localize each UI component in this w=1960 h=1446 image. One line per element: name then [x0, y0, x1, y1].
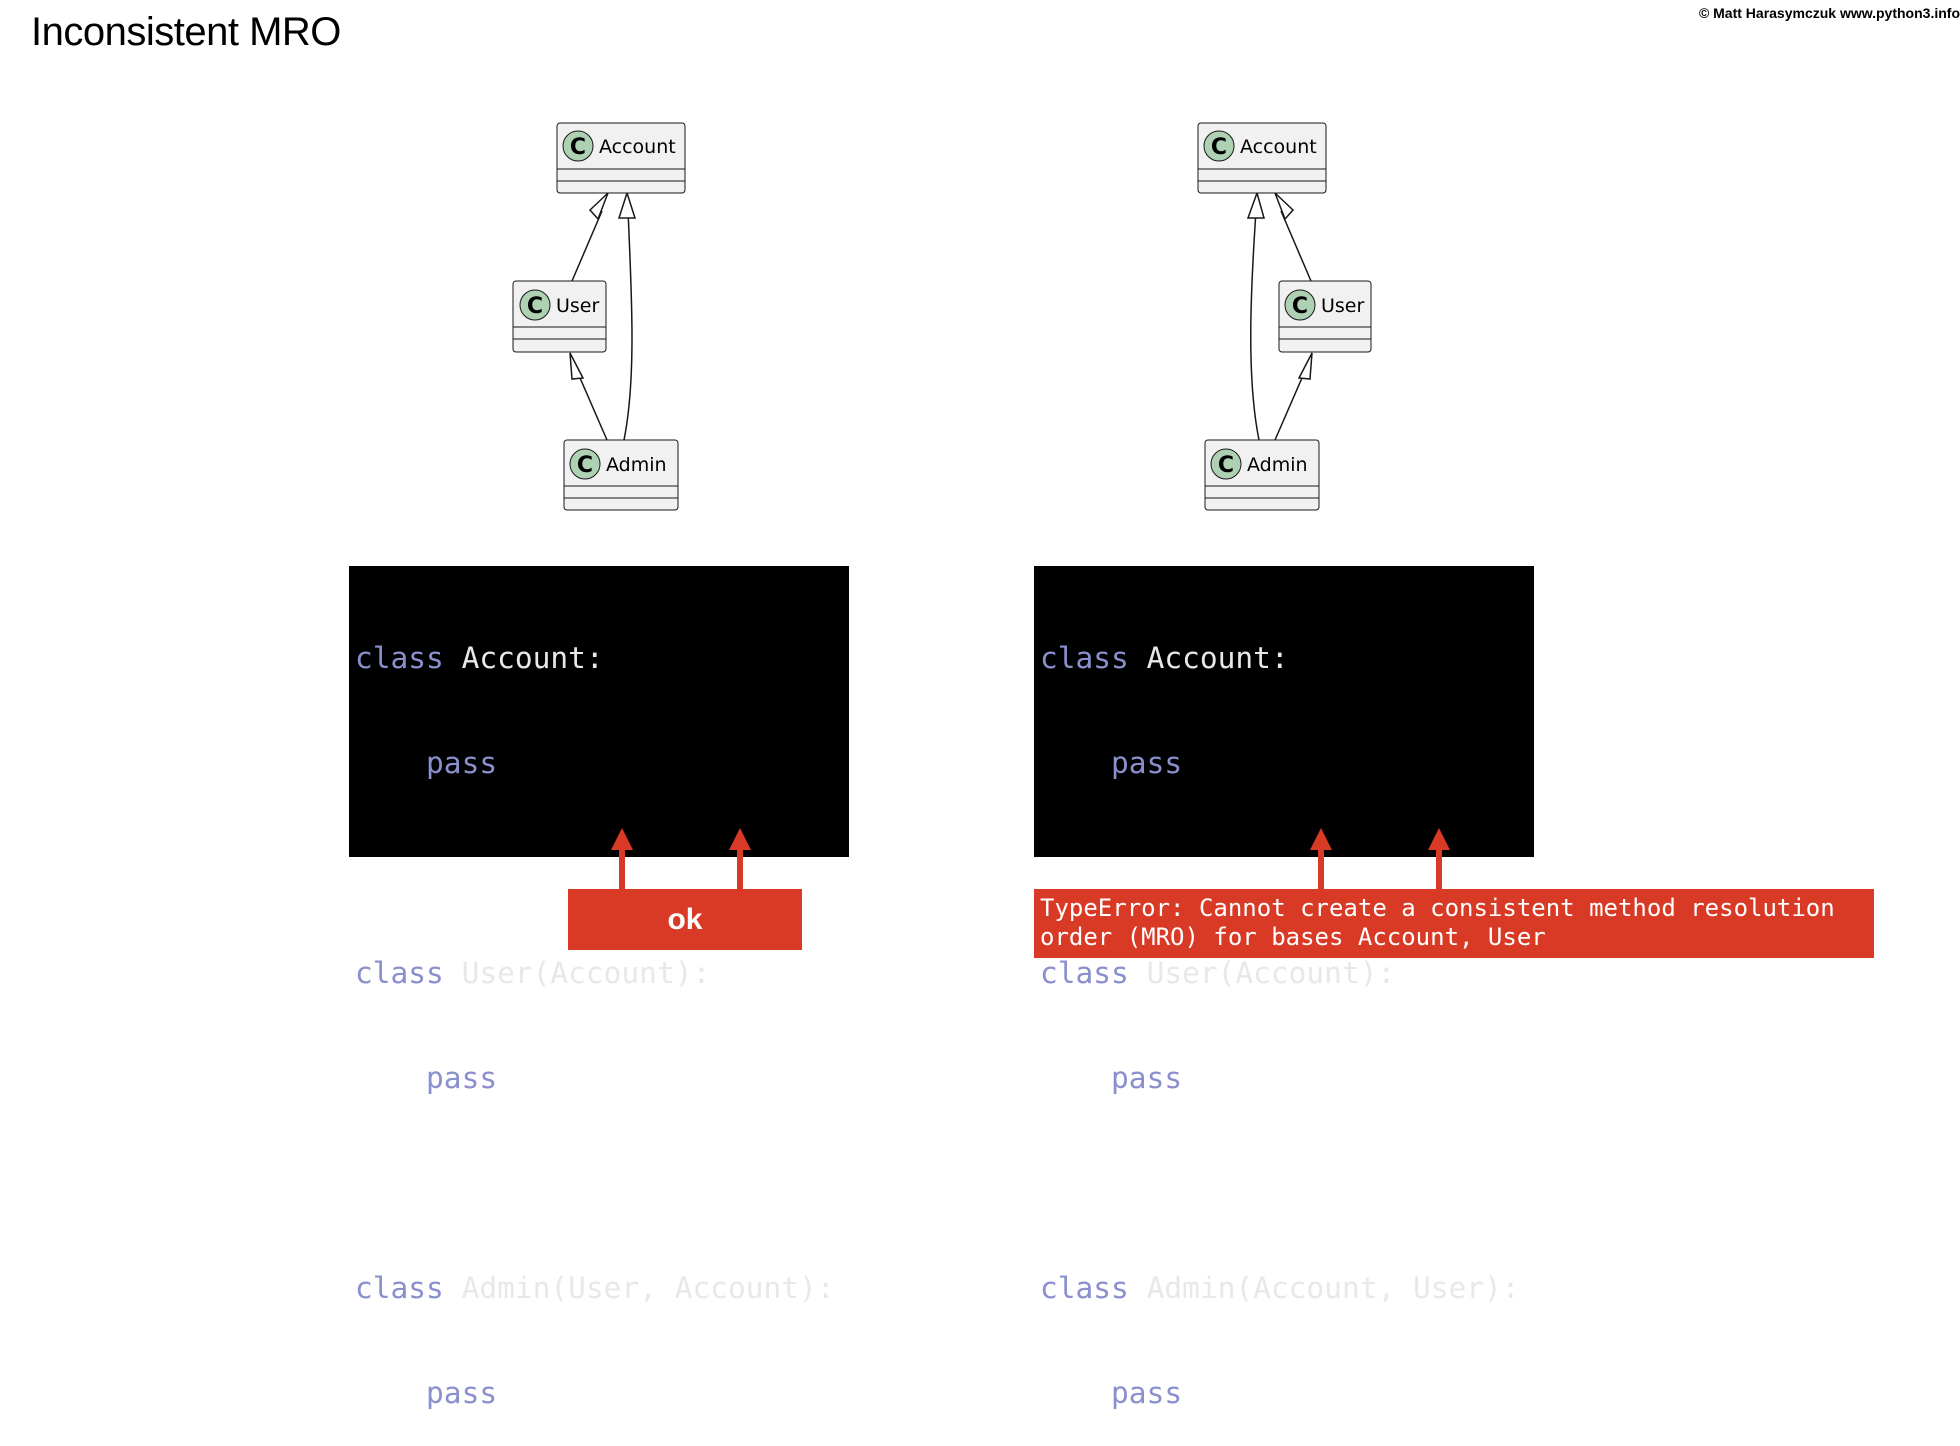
keyword-class: class: [355, 956, 444, 990]
code-line: pass: [1040, 746, 1534, 781]
class-badge-letter: C: [577, 453, 593, 478]
edge-admin-user: [1274, 370, 1306, 441]
edge-user-account: [1280, 210, 1312, 282]
code-line: class Account:: [1040, 641, 1534, 676]
code-text: Account:: [1128, 641, 1289, 675]
class-name: Account: [599, 136, 676, 158]
class-name: User: [1321, 295, 1364, 317]
error-result-box: TypeError: Cannot create a consistent me…: [1034, 889, 1874, 958]
ok-result-badge: ok: [568, 889, 802, 950]
class-user[interactable]: C User: [1278, 280, 1372, 353]
right-diagram: C Account C User C Admin: [1197, 122, 1372, 511]
keyword-pass: pass: [1111, 1376, 1183, 1410]
author-credit: © Matt Harasymczuk www.python3.info: [1698, 5, 1960, 21]
arrowhead-icon: [588, 192, 609, 221]
arrowhead-icon: [1246, 190, 1265, 219]
class-name: User: [556, 295, 599, 317]
arrowhead-icon: [1274, 192, 1295, 221]
arrowhead-icon: [617, 190, 637, 219]
code-line: class User(Account):: [355, 956, 849, 991]
class-admin[interactable]: C Admin: [563, 439, 679, 511]
arrowhead-icon: [569, 352, 585, 380]
error-line: TypeError: Cannot create a consistent me…: [1040, 894, 1835, 922]
left-diagram: C Account C User C Admin: [512, 122, 686, 511]
class-badge-icon: [562, 130, 594, 162]
class-badge-icon: [1203, 130, 1235, 162]
code-line: class Account:: [355, 641, 849, 676]
class-badge-letter: C: [1218, 453, 1234, 478]
code-text: User(Account):: [1128, 956, 1396, 990]
ok-label: ok: [667, 902, 703, 936]
keyword-class: class: [1040, 1271, 1129, 1305]
code-text: User(Account):: [443, 956, 711, 990]
code-line: class Admin(Account, User):: [1040, 1271, 1534, 1306]
code-line: class User(Account):: [1040, 956, 1534, 991]
class-badge-icon: [1210, 448, 1242, 480]
code-line: pass: [1040, 1376, 1534, 1411]
page-title: Inconsistent MRO: [31, 10, 341, 54]
keyword-pass: pass: [1111, 746, 1183, 780]
class-account[interactable]: C Account: [556, 122, 686, 194]
code-text: Admin(Account, User):: [1128, 1271, 1520, 1305]
edge-admin-account: [1250, 210, 1260, 441]
error-line: order (MRO) for bases Account, User: [1040, 923, 1546, 951]
class-badge-letter: C: [1292, 294, 1308, 319]
edge-admin-account: [623, 210, 633, 441]
arrow-up-icon: [729, 828, 751, 889]
keyword-pass: pass: [426, 1376, 498, 1410]
class-badge-letter: C: [570, 135, 586, 160]
class-account[interactable]: C Account: [1197, 122, 1327, 194]
edge-user-account: [571, 210, 603, 282]
arrowhead-icon: [1297, 352, 1313, 380]
keyword-pass: pass: [426, 746, 498, 780]
edge-admin-user: [576, 370, 608, 441]
arrow-up-icon: [611, 828, 633, 889]
keyword-class: class: [1040, 641, 1129, 675]
keyword-class: class: [355, 1271, 444, 1305]
class-badge-icon: [569, 448, 601, 480]
code-line: pass: [355, 746, 849, 781]
class-name: Account: [1240, 136, 1317, 158]
code-line: pass: [355, 1376, 849, 1411]
keyword-class: class: [1040, 956, 1129, 990]
keyword-class: class: [355, 641, 444, 675]
arrow-up-icon: [1428, 828, 1450, 889]
class-badge-icon: [1284, 289, 1316, 321]
class-name: Admin: [606, 454, 667, 476]
pointer-arrows: [611, 828, 1450, 889]
uml-diagrams: C Account C User C Admin: [512, 122, 1372, 511]
class-user[interactable]: C User: [512, 280, 607, 353]
code-line: class Admin(User, Account):: [355, 1271, 849, 1306]
class-admin[interactable]: C Admin: [1204, 439, 1320, 511]
code-text: Account:: [443, 641, 604, 675]
class-name: Admin: [1247, 454, 1308, 476]
class-badge-letter: C: [1211, 135, 1227, 160]
class-badge-letter: C: [527, 294, 543, 319]
code-text: Admin(User, Account):: [443, 1271, 835, 1305]
class-badge-icon: [519, 289, 551, 321]
arrow-up-icon: [1310, 828, 1332, 889]
